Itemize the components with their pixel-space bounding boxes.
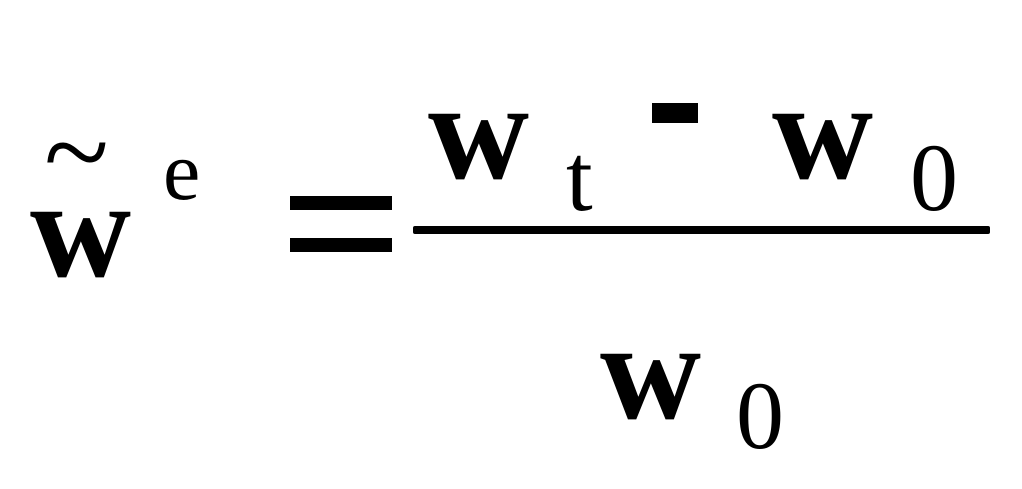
numerator-w-0-subscript: 0 [910, 124, 958, 231]
lhs-tilde-accent: ~ [44, 85, 109, 218]
numerator-w-t-base: w [428, 54, 530, 209]
denominator-w-base: w [600, 294, 702, 449]
minus-bar [652, 103, 698, 123]
denominator-subscript: 0 [736, 362, 784, 469]
equals-bottom-bar [290, 238, 392, 252]
fraction-rule [413, 226, 990, 234]
numerator-w-t-subscript: t [566, 124, 593, 231]
lhs-base-w: w [30, 152, 132, 307]
lhs-superscript-e: e [163, 125, 201, 218]
equals-top-bar [290, 196, 392, 210]
numerator-w-0-base: w [772, 54, 874, 209]
